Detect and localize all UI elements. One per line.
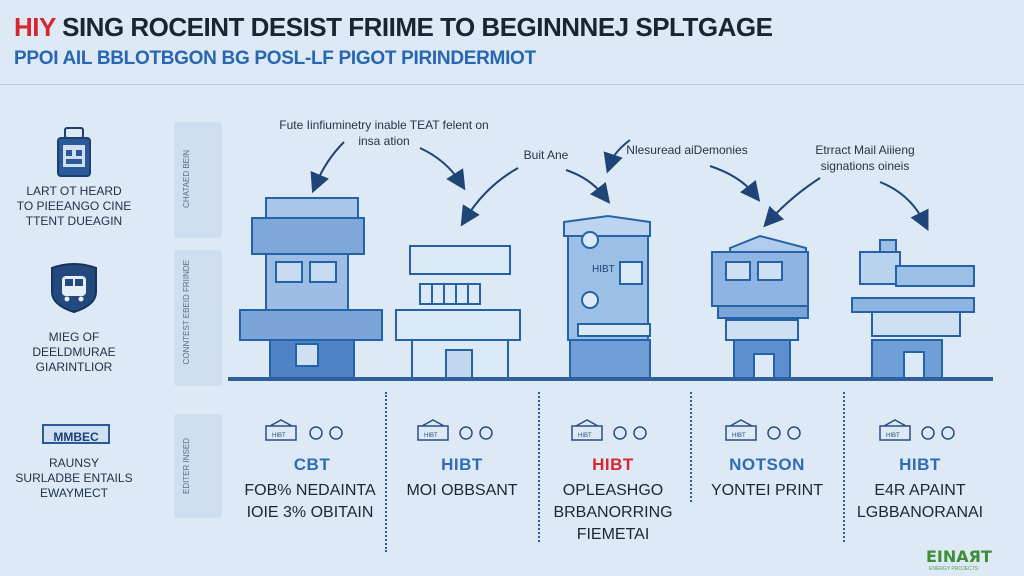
building-3 bbox=[563, 214, 651, 379]
left-item-2-text: MIEG OF DEELDMURAE GIARINTLIOR bbox=[32, 330, 116, 374]
column-2-code: HIBT bbox=[441, 455, 483, 474]
header-divider bbox=[0, 84, 1024, 85]
building-4 bbox=[711, 234, 809, 379]
arrow-3b bbox=[709, 165, 761, 202]
column-4-code: NOTSON bbox=[729, 455, 805, 474]
column-separator-4 bbox=[843, 392, 845, 542]
arrow-2b bbox=[565, 169, 611, 204]
building-badge-icon bbox=[57, 127, 91, 177]
column-3-icons bbox=[571, 419, 647, 441]
side-card-1 bbox=[174, 122, 222, 238]
column-separator-3 bbox=[690, 392, 692, 502]
column-1-desc: FOB% NEDAINTA IOIE 3% OBITAIN bbox=[244, 482, 376, 521]
column-5-code: HIBT bbox=[899, 455, 941, 474]
arrow-1b bbox=[419, 147, 466, 191]
train-shield-icon bbox=[51, 263, 97, 314]
column-4-desc: YONTEI PRINT bbox=[710, 482, 823, 499]
left-item-3-text: RAUNSY SURLADBE ENTAILS EWAYMECT bbox=[15, 456, 133, 500]
arrow-2a bbox=[460, 167, 519, 227]
side-card-2 bbox=[174, 250, 222, 386]
left-item-1-text: LART OT HEARD TO PIEEANGO CINE TTENT DUE… bbox=[16, 184, 132, 228]
brand-logo: EINAЯT bbox=[926, 547, 992, 566]
building-5 bbox=[851, 239, 975, 379]
brand-logo-subtext: ENERGY PROJECTS bbox=[929, 566, 979, 572]
title-text: SING ROCEINT DESIST FRIIME TO BEGINNNEJ … bbox=[55, 12, 773, 42]
building-1 bbox=[239, 197, 383, 379]
column-4-icons bbox=[725, 419, 801, 441]
arrow-4a bbox=[763, 177, 821, 228]
column-3-desc: OPLEASHGO BRBANORRING FIEMETAI bbox=[553, 482, 673, 543]
column-2-desc: MOI OBBSANT bbox=[406, 482, 518, 499]
column-4-icon-badge: HIBT bbox=[732, 433, 746, 439]
column-3-icon-badge: HIBT bbox=[578, 433, 592, 439]
column-separator-2 bbox=[538, 392, 540, 542]
column-separator-1 bbox=[385, 392, 387, 552]
title-highlight: HIY bbox=[14, 12, 56, 42]
label-tag-icon bbox=[42, 424, 110, 444]
tag-badge-text: MMBEC bbox=[53, 430, 99, 444]
side-card-3 bbox=[174, 414, 222, 518]
column-3-code: HIBT bbox=[592, 455, 634, 474]
column-1-code: CBT bbox=[293, 455, 331, 474]
column-5-desc: E4R APAINT LGBBANORANAI bbox=[856, 482, 984, 521]
page-title: HIY SING ROCEINT DESIST FRIIME TO BEGINN… bbox=[14, 12, 773, 43]
column-1-icon-badge: HIBT bbox=[272, 433, 286, 439]
annotation-3: Nlesuread aiDemonies bbox=[626, 143, 748, 157]
arrow-1a bbox=[310, 141, 345, 194]
arrow-4b bbox=[879, 181, 929, 231]
column-1-icons bbox=[265, 419, 343, 441]
annotation-4: Etrract Mail Aiiieng signations oineis bbox=[815, 143, 915, 173]
building-3-sign: HIBT bbox=[592, 264, 615, 275]
column-2-icon-badge: HIBT bbox=[424, 433, 438, 439]
column-5-icons bbox=[879, 419, 955, 441]
column-2-icons bbox=[417, 419, 493, 441]
annotation-1: Fute Iinfiuminetry inable TEAT felent on… bbox=[279, 118, 489, 148]
column-5-icon-badge: HIBT bbox=[886, 433, 900, 439]
ground-line bbox=[228, 377, 993, 381]
annotation-arrows bbox=[310, 139, 929, 231]
arrow-3a bbox=[603, 139, 631, 174]
annotation-2: Buit Ane bbox=[523, 148, 569, 162]
page-subtitle: PPOI AIL BBLOTBGON BG POSL-LF PIGOT PIRI… bbox=[14, 48, 536, 69]
